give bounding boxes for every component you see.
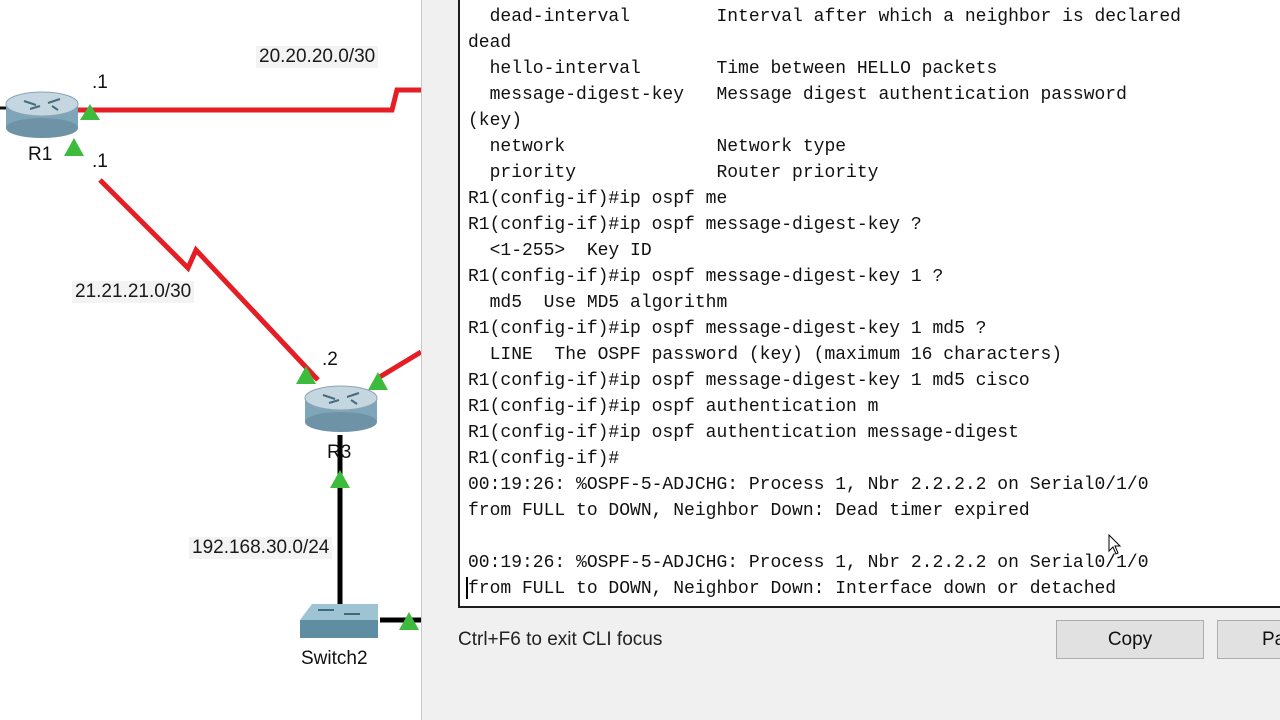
cli-line: R1(config-if)#ip ospf authentication mes… [468, 423, 1019, 443]
cli-line: message-digest-key Message digest authen… [468, 85, 1127, 105]
cli-line: R1(config-if)#ip ospf message-digest-key… [468, 267, 944, 287]
interface-label-r1-top: .1 [92, 72, 108, 93]
cli-line: 00:19:26: %OSPF-5-ADJCHG: Process 1, Nbr… [468, 475, 1149, 495]
link-status-triangle [64, 138, 84, 156]
router-r1-icon[interactable] [5, 91, 79, 138]
cli-line: R1(config-if)#ip ospf me [468, 189, 728, 209]
link-status-triangle [368, 372, 388, 390]
network-label-20-20-20[interactable]: 20.20.20.0/30 [256, 46, 379, 68]
cli-line: hello-interval Time between HELLO packet… [468, 59, 998, 79]
cli-line: md5 Use MD5 algorithm [468, 293, 728, 313]
text-cursor [466, 577, 468, 599]
cli-line: network Network type [468, 137, 847, 157]
cli-line: R1(config-if)# [468, 449, 620, 469]
interface-label-r1-bottom: .1 [92, 151, 108, 172]
cli-line: priority Router priority [468, 163, 879, 183]
cli-line [468, 524, 1181, 550]
interface-label-r3-top: .2 [322, 349, 338, 370]
paste-button[interactable]: Paste [1217, 620, 1280, 659]
cli-line: (key) [468, 111, 523, 131]
link-r1-r3[interactable] [98, 178, 320, 382]
cli-focus-hint: Ctrl+F6 to exit CLI focus [458, 629, 663, 650]
topology-workspace[interactable]: 20.20.20.0/30 21.21.21.0/30 192.168.30.0… [0, 0, 421, 720]
topology-canvas [0, 87, 421, 638]
cli-line: LINE The OSPF password (key) (maximum 16… [468, 345, 1063, 365]
cli-line: <1-255> Key ID [468, 241, 652, 261]
switch2-icon[interactable] [300, 604, 378, 638]
network-label-192-168-30[interactable]: 192.168.30.0/24 [189, 537, 333, 559]
link-r3-right[interactable] [376, 349, 421, 381]
cli-line: R1(config-if)#ip ospf message-digest-key… [468, 215, 922, 235]
device-label-switch2[interactable]: Switch2 [301, 648, 368, 669]
device-label-r1[interactable]: R1 [28, 144, 53, 165]
link-r1-20-20-20[interactable] [75, 87, 421, 113]
network-label-21-21-21[interactable]: 21.21.21.0/30 [72, 281, 195, 303]
cli-window: dead-interval Interval after which a nei… [421, 0, 1280, 720]
cli-line: 00:19:26: %OSPF-5-ADJCHG: Process 1, Nbr… [468, 553, 1149, 573]
cli-terminal[interactable]: dead-interval Interval after which a nei… [458, 0, 1280, 608]
cli-line: R1(config-if)#ip ospf message-digest-key… [468, 319, 987, 339]
link-status-triangle [330, 470, 350, 488]
cli-line: R1(config-if)#ip ospf message-digest-key… [468, 371, 1030, 391]
device-label-r3[interactable]: R3 [327, 442, 352, 463]
link-status-triangle [80, 104, 100, 120]
cli-line: dead-interval Interval after which a nei… [468, 7, 1181, 27]
copy-button[interactable]: Copy [1056, 620, 1204, 659]
router-r3-icon[interactable] [304, 385, 378, 432]
cli-line: from FULL to DOWN, Neighbor Down: Dead t… [468, 501, 1030, 521]
link-status-triangle [399, 612, 419, 630]
cli-line: from FULL to DOWN, Neighbor Down: Interf… [468, 579, 1117, 599]
cli-line: dead [468, 33, 512, 53]
cli-output: dead-interval Interval after which a nei… [468, 4, 1181, 602]
cli-line: R1(config-if)#ip ospf authentication m [468, 397, 879, 417]
link-status-triangle [296, 366, 316, 384]
mouse-pointer-icon [1108, 534, 1122, 555]
